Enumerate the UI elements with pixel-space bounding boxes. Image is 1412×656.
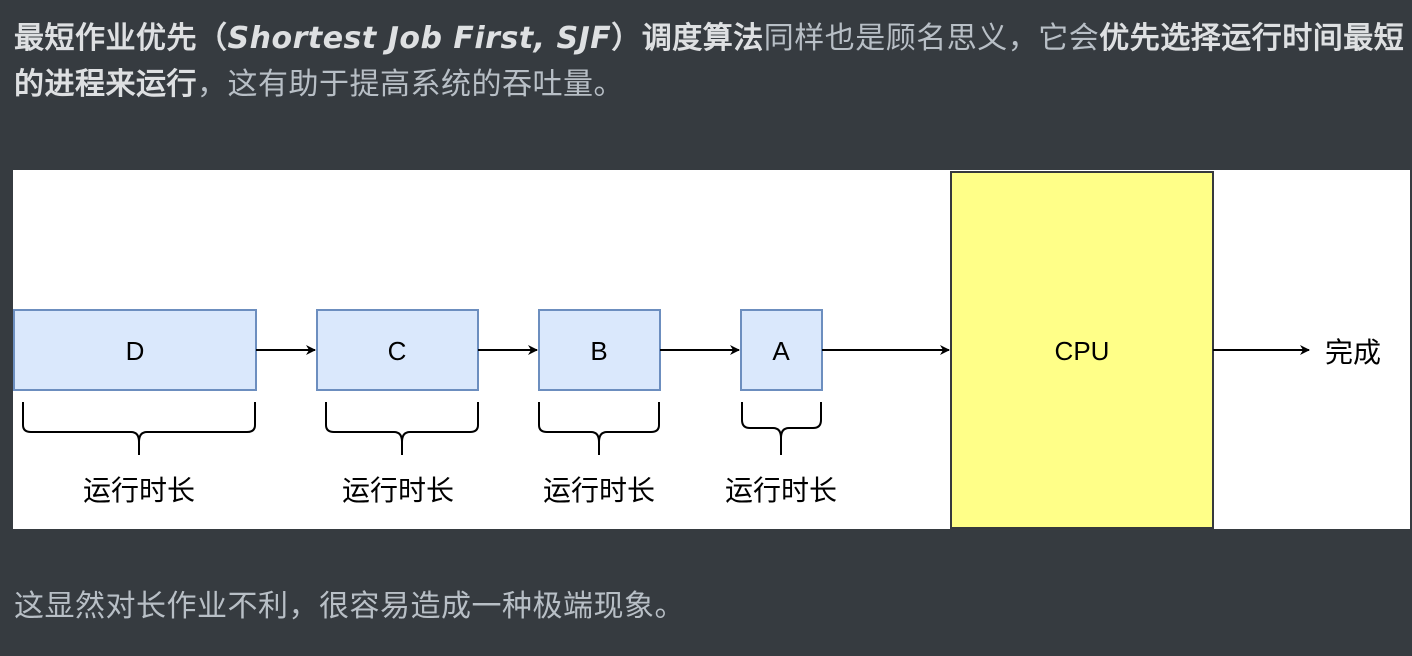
sjf-english-term: Shortest Job First, SJF [227,21,612,56]
brace-c [325,402,479,455]
brace-label-b: 运行时长 [543,474,655,507]
brace-label-d: 运行时长 [83,474,195,507]
brace-d [22,402,256,455]
brace-label-c: 运行时长 [342,474,454,507]
sjf-diagram: D C B A CPU 完成 运行时长 运行时长 运行时长 运行时长 [13,170,1410,529]
sjf-term: 最短作业优先（Shortest Job First, SJF）调度算法 [14,21,764,56]
cpu-label: CPU [1055,336,1110,366]
sjf-tail: ）调度算法 [611,21,764,56]
intro-paragraph: 最短作业优先（Shortest Job First, SJF）调度算法同样也是顾… [14,16,1410,108]
process-label-b: B [590,336,607,366]
outro-paragraph: 这显然对长作业不利，很容易造成一种极端现象。 [14,589,685,624]
done-label: 完成 [1325,336,1381,369]
process-label-d: D [126,336,145,366]
brace-label-a: 运行时长 [725,474,837,507]
sjf-diagram-svg: D C B A CPU 完成 运行时长 运行时长 运行时长 运行时长 [13,171,1381,529]
process-box-a [740,309,823,391]
process-label-a: A [772,336,790,366]
intro-emphasis: 优先选择运行时间最短的进程来运行 [14,21,1405,102]
process-label-c: C [388,336,407,366]
brace-b [538,402,660,455]
intro-text-1: 同样也是顾名思义，它会 [763,21,1100,56]
cpu-box [950,171,1214,529]
brace-a [741,402,822,455]
process-box-d [13,309,257,391]
intro-text-2: ，这有助于提高系统的吞吐量。 [197,67,624,102]
sjf-lead: 最短作业优先（ [14,21,228,56]
